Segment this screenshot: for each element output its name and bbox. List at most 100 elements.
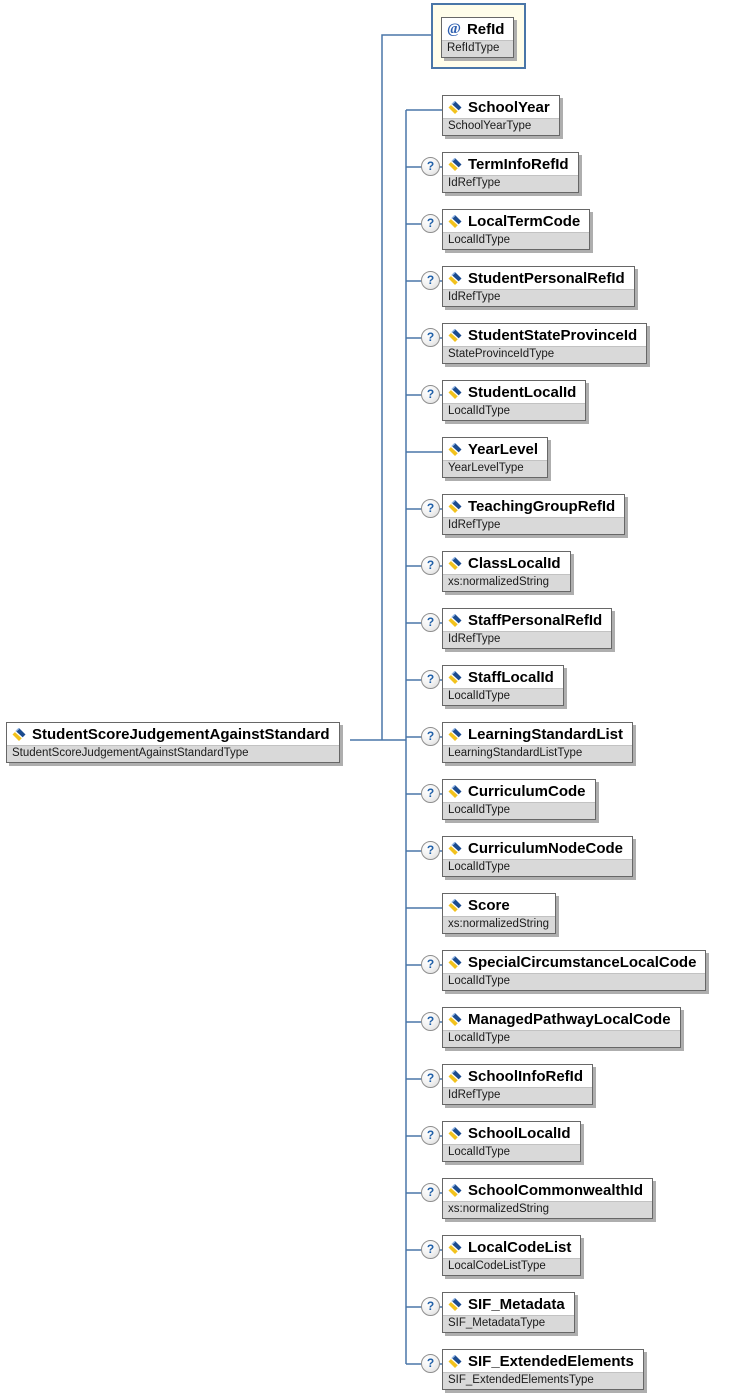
element-name: StudentPersonalRefId [468, 270, 625, 287]
element-box[interactable]: SchoolInfoRefId IdRefType [442, 1064, 593, 1105]
element-title: StudentStateProvinceId [443, 324, 647, 346]
element-name: SchoolYear [468, 99, 550, 116]
element-title: LocalCodeList [443, 1236, 581, 1258]
child-element-row: ? CurriculumNodeCode LocalIdType [421, 836, 634, 877]
element-icon [448, 557, 462, 570]
element-box[interactable]: TermInfoRefId IdRefType [442, 152, 579, 193]
attribute-box[interactable]: @ RefId RefIdType [441, 17, 515, 58]
element-box[interactable]: StudentLocalId LocalIdType [442, 380, 587, 421]
optional-marker: ? [421, 328, 440, 347]
attribute-at-icon: @ [447, 21, 461, 37]
optional-marker: ? [421, 670, 440, 689]
child-element-row: ? ClassLocalId xs:normalizedString [421, 551, 571, 592]
child-element-row: ? TermInfoRefId IdRefType [421, 152, 579, 193]
element-box[interactable]: StaffPersonalRefId IdRefType [442, 608, 613, 649]
element-box[interactable]: SchoolYear SchoolYearType [442, 95, 560, 136]
element-icon [448, 272, 462, 285]
optional-marker: ? [421, 1183, 440, 1202]
element-title: SIF_ExtendedElements [443, 1350, 643, 1372]
child-element-row: ? LocalCodeList LocalCodeListType [421, 1235, 582, 1276]
element-icon [448, 215, 462, 228]
child-element-row: ? TeachingGroupRefId IdRefType [421, 494, 626, 535]
element-title: SpecialCircumstanceLocalCode [443, 951, 706, 973]
element-box[interactable]: CurriculumNodeCode LocalIdType [442, 836, 634, 877]
optional-marker: ? [421, 1297, 440, 1316]
element-icon [448, 614, 462, 627]
optional-marker: ? [421, 1240, 440, 1259]
element-icon [448, 1241, 462, 1254]
element-box[interactable]: SchoolCommonwealthId xs:normalizedString [442, 1178, 654, 1219]
optional-marker: ? [421, 499, 440, 518]
element-box[interactable]: TeachingGroupRefId IdRefType [442, 494, 626, 535]
element-name: LocalTermCode [468, 213, 581, 230]
element-title: SchoolLocalId [443, 1122, 580, 1144]
child-element-row: ? SchoolYear SchoolYearType [421, 95, 560, 136]
element-icon [448, 899, 462, 912]
element-type: LocalIdType [443, 1144, 580, 1161]
child-element-row: ? StudentPersonalRefId IdRefType [421, 266, 635, 307]
element-name: ManagedPathwayLocalCode [468, 1011, 671, 1028]
element-title: SIF_Metadata [443, 1293, 574, 1315]
element-type: LearningStandardListType [443, 745, 633, 762]
element-icon [448, 1070, 462, 1083]
element-title: StaffLocalId [443, 666, 563, 688]
element-box[interactable]: ClassLocalId xs:normalizedString [442, 551, 571, 592]
optional-marker: ? [421, 214, 440, 233]
element-box[interactable]: SIF_Metadata SIF_MetadataType [442, 1292, 575, 1333]
element-name: LearningStandardList [468, 726, 624, 743]
element-type: IdRefType [443, 289, 634, 306]
element-box[interactable]: SchoolLocalId LocalIdType [442, 1121, 581, 1162]
element-box[interactable]: Score xs:normalizedString [442, 893, 556, 934]
element-name: SIF_Metadata [468, 1296, 565, 1313]
element-box[interactable]: StudentPersonalRefId IdRefType [442, 266, 635, 307]
element-title: LocalTermCode [443, 210, 590, 232]
element-type: LocalIdType [443, 688, 563, 705]
element-box[interactable]: StudentStateProvinceId StateProvinceIdTy… [442, 323, 648, 364]
element-box[interactable]: LocalCodeList LocalCodeListType [442, 1235, 582, 1276]
element-name: SchoolInfoRefId [468, 1068, 583, 1085]
child-element-row: ? SIF_ExtendedElements SIF_ExtendedEleme… [421, 1349, 644, 1390]
element-name: YearLevel [468, 441, 539, 458]
element-name: TermInfoRefId [468, 156, 569, 173]
optional-marker: ? [421, 1069, 440, 1088]
element-title: Score [443, 894, 555, 916]
element-name: SchoolLocalId [468, 1125, 571, 1142]
optional-marker: ? [421, 727, 440, 746]
element-box[interactable]: YearLevel YearLevelType [442, 437, 549, 478]
element-type: IdRefType [443, 175, 578, 192]
element-title: StudentPersonalRefId [443, 267, 634, 289]
child-element-row: ? LocalTermCode LocalIdType [421, 209, 591, 250]
root-element-row: StudentScoreJudgementAgainstStandard Stu… [6, 722, 340, 763]
attribute-branch-line [381, 34, 432, 740]
element-box[interactable]: SIF_ExtendedElements SIF_ExtendedElement… [442, 1349, 644, 1390]
element-icon [448, 956, 462, 969]
element-type: SIF_MetadataType [443, 1315, 574, 1332]
element-title: YearLevel [443, 438, 548, 460]
optional-marker: ? [421, 1012, 440, 1031]
element-box[interactable]: LocalTermCode LocalIdType [442, 209, 591, 250]
element-title: SchoolInfoRefId [443, 1065, 592, 1087]
element-type: LocalIdType [443, 859, 633, 876]
element-type: LocalIdType [443, 232, 590, 249]
element-title: ClassLocalId [443, 552, 570, 574]
element-box[interactable]: LearningStandardList LearningStandardLis… [442, 722, 634, 763]
element-box[interactable]: CurriculumCode LocalIdType [442, 779, 596, 820]
element-title: CurriculumNodeCode [443, 837, 633, 859]
element-icon [448, 1298, 462, 1311]
element-title: StudentLocalId [443, 381, 586, 403]
child-element-row: ? SchoolInfoRefId IdRefType [421, 1064, 593, 1105]
optional-marker: ? [421, 613, 440, 632]
child-element-row: ? StudentLocalId LocalIdType [421, 380, 587, 421]
element-type: LocalCodeListType [443, 1258, 581, 1275]
element-name: SchoolCommonwealthId [468, 1182, 644, 1199]
element-box[interactable]: ManagedPathwayLocalCode LocalIdType [442, 1007, 681, 1048]
root-element-box[interactable]: StudentScoreJudgementAgainstStandard Stu… [6, 722, 340, 763]
element-title: SchoolYear [443, 96, 559, 118]
element-title: ManagedPathwayLocalCode [443, 1008, 680, 1030]
element-box[interactable]: SpecialCircumstanceLocalCode LocalIdType [442, 950, 707, 991]
element-icon [12, 728, 26, 741]
element-icon [448, 1013, 462, 1026]
optional-marker: ? [421, 157, 440, 176]
element-box[interactable]: StaffLocalId LocalIdType [442, 665, 564, 706]
